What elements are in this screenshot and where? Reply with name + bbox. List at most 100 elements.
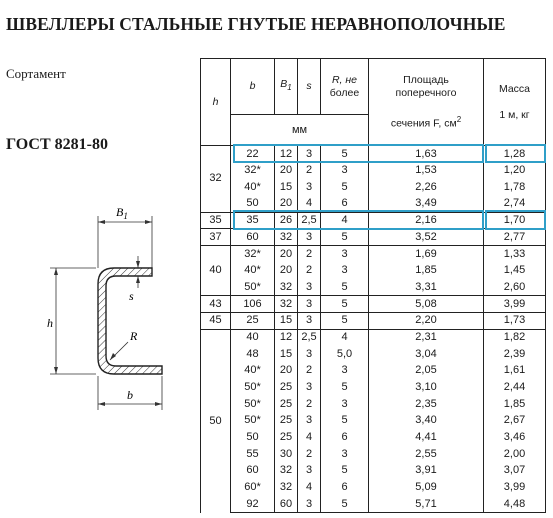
cell-mass: 1,78 [483, 178, 546, 196]
mass-highlight-box [484, 210, 546, 230]
cell-b1: 25 [274, 395, 298, 413]
cell-b1: 15 [274, 178, 298, 196]
cell-b: 35 [230, 211, 275, 229]
cell-area: 2,31 [368, 328, 484, 346]
cell-r: 6 [320, 429, 369, 446]
cell-b: 32* [230, 162, 275, 179]
cell-r: 5 [320, 311, 369, 330]
cell-b1: 20 [274, 162, 298, 179]
col-header-h: h [200, 58, 231, 146]
cell-area: 1,63 [368, 145, 484, 163]
cell-mass: 3,99 [483, 295, 546, 313]
cell-mass: 2,39 [483, 345, 546, 363]
page-title: ШВЕЛЛЕРЫ СТАЛЬНЫЕ ГНУТЫЕ НЕРАВНОПОЛОЧНЫЕ [6, 14, 506, 34]
cell-area: 2,35 [368, 395, 484, 413]
cell-area: 3,52 [368, 228, 484, 246]
dim-h-label: h [47, 316, 53, 330]
cell-mass: 2,00 [483, 445, 546, 463]
cell-b: 60* [230, 479, 275, 496]
mass-highlight-box [484, 143, 546, 164]
cell-b: 40* [230, 178, 275, 196]
cell-r: 5 [320, 178, 369, 196]
cell-r: 3 [320, 245, 369, 263]
cell-mass: 1,20 [483, 162, 546, 179]
cell-b: 55 [230, 445, 275, 463]
cell-s: 2,5 [297, 211, 321, 229]
cell-b1: 32 [274, 295, 298, 313]
cell-s: 3 [297, 462, 321, 480]
cell-b1: 30 [274, 445, 298, 463]
cell-mass: 3,07 [483, 462, 546, 480]
cell-mass: 1,61 [483, 362, 546, 380]
cell-r: 3 [320, 395, 369, 413]
cell-b: 106 [230, 295, 275, 313]
cell-area: 4,41 [368, 429, 484, 446]
cell-r: 5 [320, 495, 369, 514]
col-header-s: s [297, 58, 321, 115]
cell-b1: 12 [274, 328, 298, 346]
cell-b1: 20 [274, 362, 298, 380]
cell-b: 50 [230, 429, 275, 446]
cell-area: 2,20 [368, 311, 484, 330]
col-header-b: b [230, 58, 275, 115]
cell-b: 60 [230, 228, 275, 246]
cell-h: 40 [200, 245, 231, 296]
cell-s: 2,5 [297, 328, 321, 346]
cell-area: 5,08 [368, 295, 484, 313]
cell-b: 92 [230, 495, 275, 514]
cell-h: 43 [200, 295, 231, 313]
cell-b1: 25 [274, 412, 298, 430]
cell-b1: 32 [274, 479, 298, 496]
cell-b1: 32 [274, 462, 298, 480]
cell-h: 35 [200, 211, 231, 229]
cell-s: 2 [297, 162, 321, 179]
dim-r-label: R [129, 329, 138, 343]
row-highlight-box [232, 143, 484, 164]
cell-s: 3 [297, 412, 321, 430]
cell-mass: 3,46 [483, 429, 546, 446]
cell-h: 37 [200, 228, 231, 246]
cell-b1: 20 [274, 245, 298, 263]
gost-label: ГОСТ 8281-80 [6, 136, 108, 153]
cell-b: 32* [230, 245, 275, 263]
cell-b1: 25 [274, 379, 298, 396]
cell-mass: 3,99 [483, 479, 546, 496]
cell-b1: 26 [274, 211, 298, 229]
cell-area: 3,40 [368, 412, 484, 430]
cell-r: 3 [320, 445, 369, 463]
channel-profile-drawing: B1 h s R b [47, 205, 163, 410]
cell-b: 40* [230, 362, 275, 380]
cell-r: 4 [320, 328, 369, 346]
cell-b1: 15 [274, 345, 298, 363]
cell-h: 45 [200, 311, 231, 330]
cell-s: 3 [297, 178, 321, 196]
cell-s: 3 [297, 495, 321, 514]
channel-profile-shape [97, 267, 163, 375]
cell-area: 1,53 [368, 162, 484, 179]
dim-s-label: s [129, 289, 134, 303]
cell-s: 2 [297, 362, 321, 380]
cell-r: 5,0 [320, 345, 369, 363]
cell-area: 5,09 [368, 479, 484, 496]
cell-r: 5 [320, 412, 369, 430]
cell-mass: 2,60 [483, 279, 546, 296]
cell-s: 4 [297, 479, 321, 496]
cell-r: 3 [320, 362, 369, 380]
cell-b1: 15 [274, 311, 298, 330]
cell-r: 3 [320, 262, 369, 279]
cell-s: 3 [297, 295, 321, 313]
cell-b: 50* [230, 279, 275, 296]
cell-area: 3,10 [368, 379, 484, 396]
